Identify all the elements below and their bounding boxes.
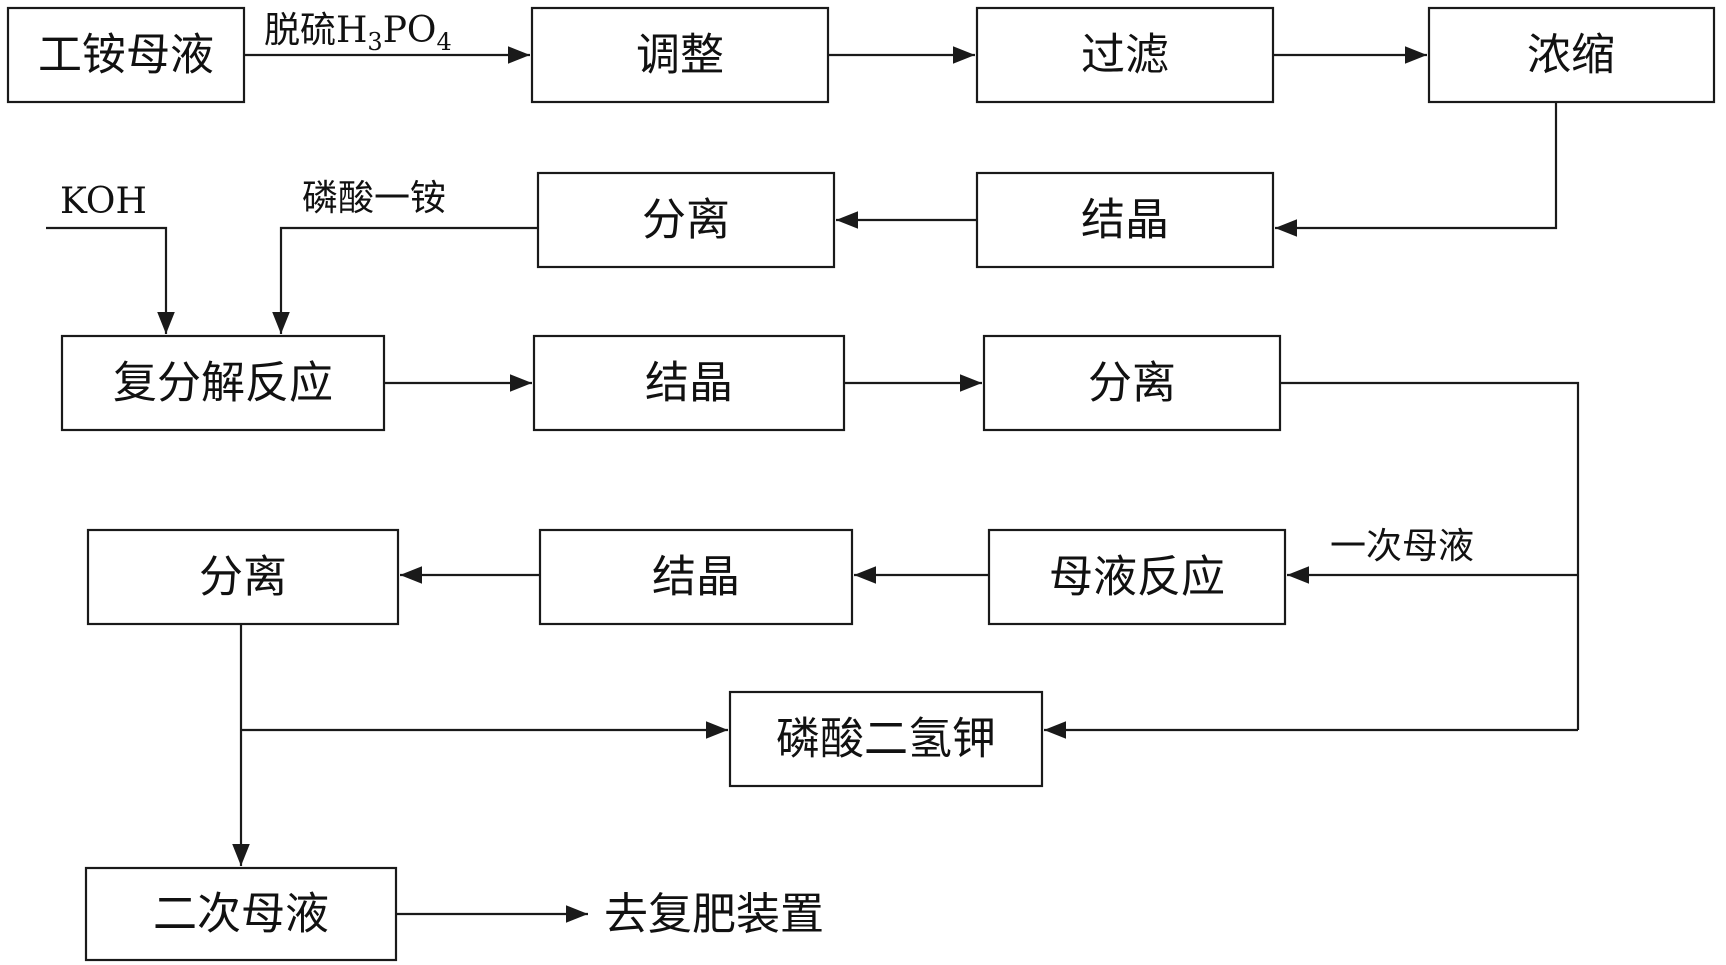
node-label: 母液反应 <box>1049 552 1225 603</box>
label-output-to-compound-fertilizer: 去复肥装置 <box>604 889 824 940</box>
node-fenli-1: 分离 <box>536 171 836 269</box>
node-muye-fanying: 母液反应 <box>987 528 1287 626</box>
node-label: 调整 <box>636 30 724 81</box>
node-tiaozheng: 调整 <box>530 6 830 104</box>
node-linsuan-erqingjia: 磷酸二氢钾 <box>728 690 1044 788</box>
node-fufenjie-fanying: 复分解反应 <box>60 334 386 432</box>
node-label: 分离 <box>199 552 287 603</box>
label-koh: KOH <box>60 181 147 222</box>
node-jiejing-3: 结晶 <box>538 528 854 626</box>
node-jiejing-1: 结晶 <box>975 171 1275 269</box>
label-desulfurized-phosphoric-acid: 脱硫H3PO4 <box>264 10 452 56</box>
node-fenli-3: 分离 <box>86 528 400 626</box>
edge-koh-7 <box>46 226 175 334</box>
node-gongan-muye: 工铵母液 <box>6 6 246 104</box>
node-label: 过滤 <box>1081 30 1169 81</box>
edge-6-7 <box>272 226 538 334</box>
label-first-mother-liquor: 一次母液 <box>1330 526 1474 567</box>
node-jiejing-2: 结晶 <box>532 334 846 432</box>
label-map: 磷酸一铵 <box>302 178 446 219</box>
edge-9-trunk <box>1280 381 1580 730</box>
node-label: 二次母液 <box>153 889 329 940</box>
node-label: 结晶 <box>645 358 733 409</box>
node-label: 分离 <box>642 195 730 246</box>
node-nongsuo: 浓缩 <box>1427 6 1716 104</box>
node-erci-muye: 二次母液 <box>84 866 398 962</box>
node-label: 结晶 <box>1081 195 1169 246</box>
node-label: 浓缩 <box>1527 30 1615 81</box>
node-label: 分离 <box>1088 358 1176 409</box>
edge-4-5 <box>1275 102 1558 237</box>
node-label: 结晶 <box>652 552 740 603</box>
node-label: 工铵母液 <box>38 30 214 81</box>
node-fenli-2: 分离 <box>982 334 1282 432</box>
node-label: 复分解反应 <box>113 358 333 409</box>
node-label: 磷酸二氢钾 <box>776 714 996 765</box>
node-guolv: 过滤 <box>975 6 1275 104</box>
